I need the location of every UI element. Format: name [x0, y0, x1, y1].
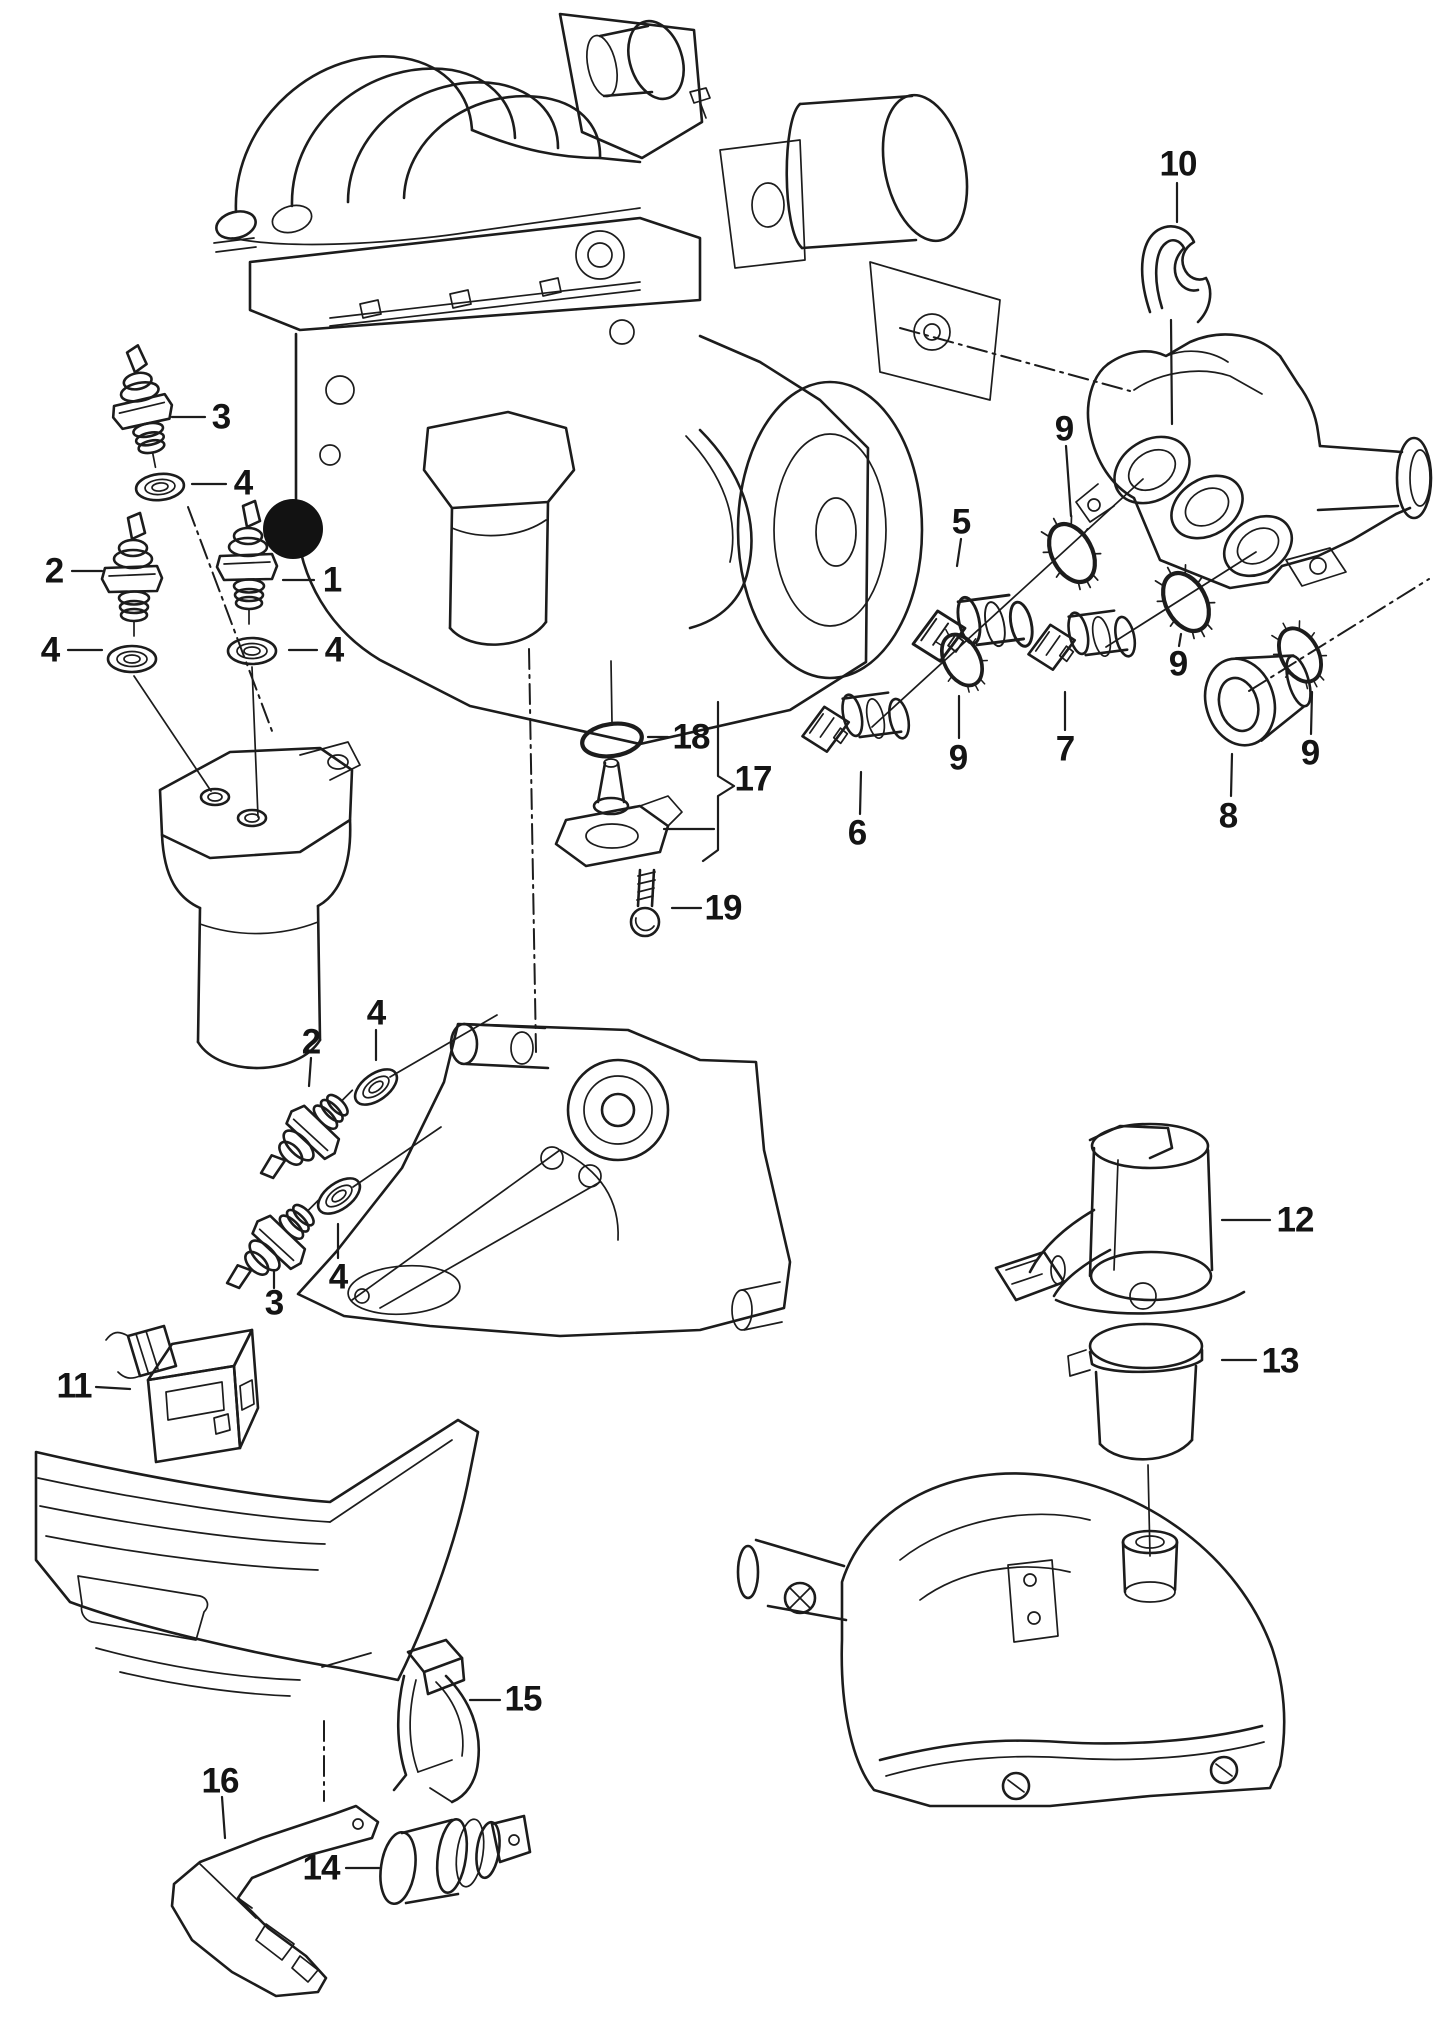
- callout-13: 13: [1261, 1341, 1300, 1381]
- retaining-clip-10: [1140, 225, 1212, 324]
- callout-4d: 4: [366, 993, 386, 1033]
- cap-13-drawing: [1067, 1322, 1204, 1461]
- callout-14: 14: [302, 1848, 341, 1888]
- callout-8: 8: [1218, 796, 1238, 836]
- callout-7: 7: [1055, 729, 1075, 769]
- connector-11-drawing: [105, 1324, 260, 1464]
- sensor-14-drawing: [379, 1814, 532, 1906]
- sensor-part-3-upper: [99, 339, 185, 475]
- callout-9d: 9: [1300, 733, 1320, 773]
- seal-washer-4d: [347, 1061, 405, 1113]
- highlight-dot: [263, 499, 323, 559]
- seal-washer-4c: [226, 636, 278, 666]
- callout-3b: 3: [264, 1283, 284, 1323]
- callout-2b: 2: [301, 1022, 321, 1062]
- o-ring-9c: [1146, 556, 1227, 648]
- callout-17: 17: [734, 759, 773, 799]
- sensor-part-6: [792, 671, 921, 779]
- callout-16: 16: [201, 1761, 240, 1801]
- callout-15: 15: [504, 1679, 543, 1719]
- callout-2a: 2: [44, 551, 64, 591]
- callout-6: 6: [847, 813, 867, 853]
- seal-washer-4a: [133, 470, 187, 504]
- leader-lines: [66, 181, 1314, 1870]
- sensor-part-5: [901, 571, 1046, 692]
- clip-15-drawing: [392, 1638, 481, 1804]
- o-ring-18: [580, 721, 644, 759]
- oil-filter-housing-drawing: [158, 741, 361, 1070]
- callout-4a: 4: [233, 463, 253, 503]
- callout-18: 18: [672, 717, 711, 757]
- gearbox-drawing: [736, 1472, 1286, 1808]
- reference-lines: [187, 327, 1430, 1802]
- thermostat-housing-drawing: [1075, 225, 1433, 590]
- oil-level-sensor-group: [554, 660, 736, 938]
- callout-11: 11: [56, 1366, 93, 1406]
- engine-drawing: [213, 12, 1001, 746]
- sensor-group-upper: [99, 339, 323, 818]
- seal-washer-4e: [310, 1170, 368, 1222]
- sensor-group-lower: [210, 1014, 498, 1312]
- bumper-drawing: [34, 1418, 480, 1697]
- callout-9a: 9: [1054, 409, 1074, 449]
- mount-bracket-drawing: [296, 1022, 792, 1338]
- o-ring-9d: [1260, 610, 1340, 700]
- sensor-part-2-upper: [100, 511, 164, 638]
- callout-12: 12: [1276, 1200, 1315, 1240]
- bracket-16-drawing: [170, 1804, 380, 1998]
- callout-10: 10: [1159, 144, 1198, 184]
- seal-washer-4b: [106, 644, 158, 674]
- callout-5: 5: [951, 502, 971, 542]
- callout-19: 19: [704, 888, 743, 928]
- callout-1: 1: [322, 560, 342, 600]
- callout-9c: 9: [1168, 644, 1188, 684]
- callout-4b: 4: [40, 630, 60, 670]
- valve-12-drawing: [994, 1122, 1246, 1315]
- sensor-part-7: [1018, 589, 1147, 697]
- o-ring-9a: [1032, 507, 1113, 599]
- callout-9b: 9: [948, 738, 968, 778]
- callout-4e: 4: [328, 1257, 348, 1297]
- callout-3a: 3: [211, 397, 231, 437]
- callout-4c: 4: [324, 630, 344, 670]
